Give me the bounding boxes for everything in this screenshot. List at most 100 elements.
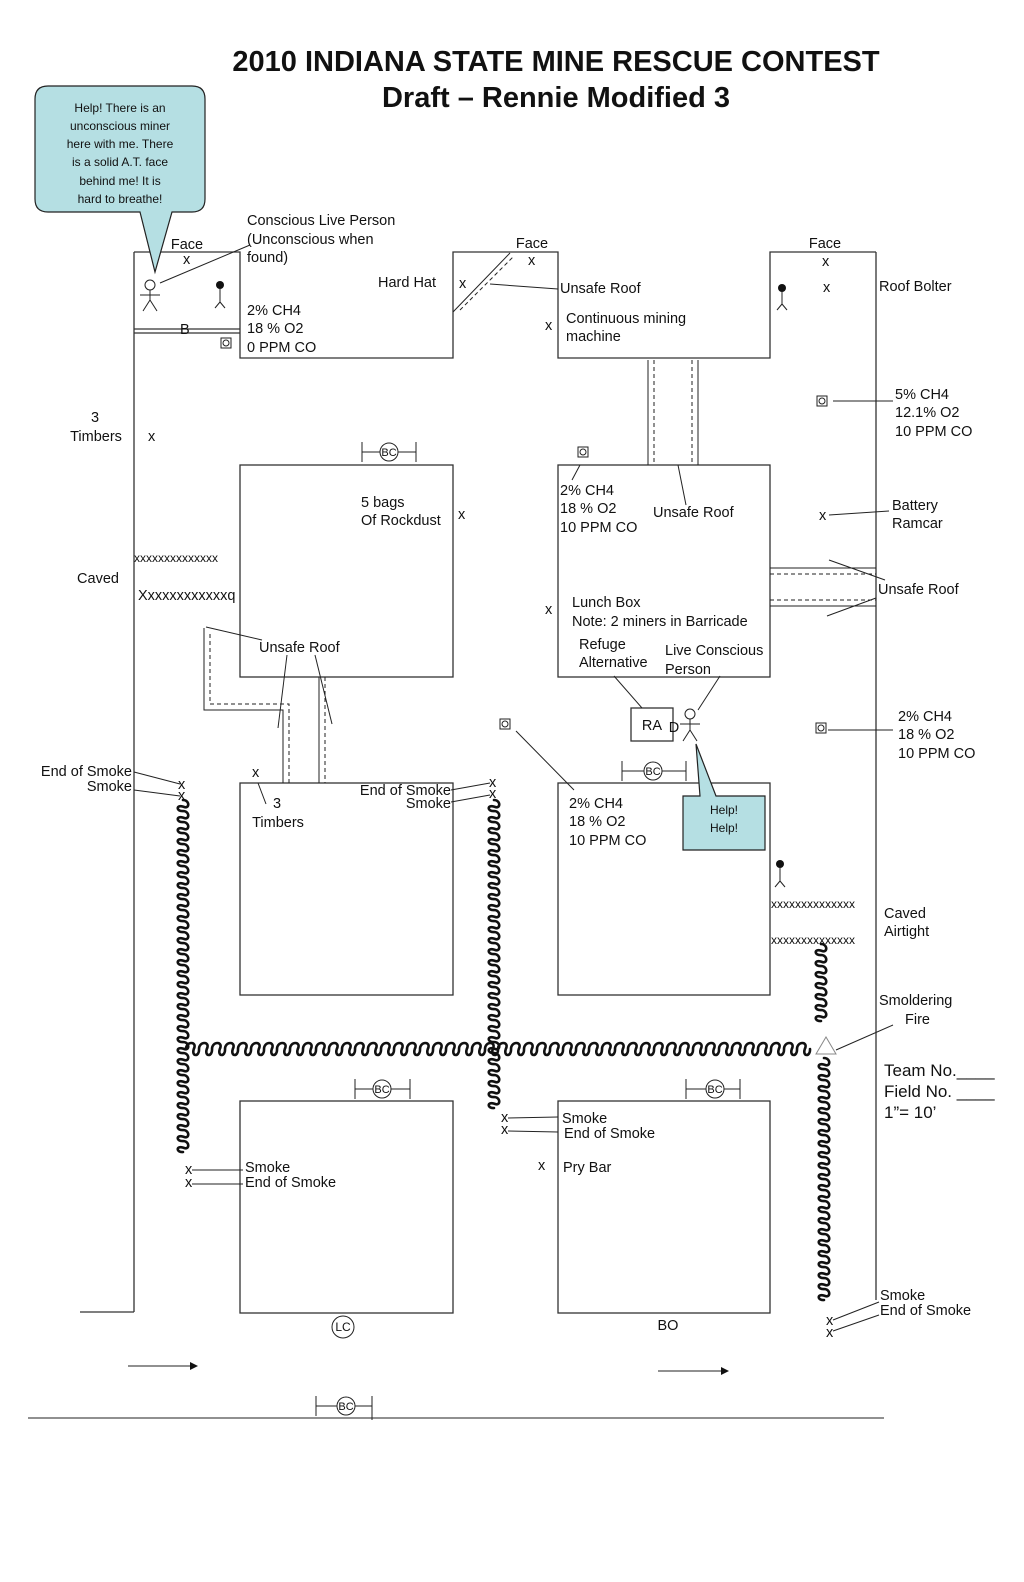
fire-icon [815,1036,837,1055]
svg-text:x: x [489,786,497,802]
gas-lower-center-3: 10 PPM CO [569,833,646,849]
scale-label: 1”= 10’ [884,1103,936,1122]
refuge-line-2: Alternative [579,655,648,671]
callout-line-4: is a solid A.T. face [72,155,168,169]
lunch-box-label: Lunch Box [572,595,641,611]
end-of-smoke-mid: End of Smoke [360,783,451,799]
gas-center-3: 10 PPM CO [560,520,637,536]
gas-lower-center-1: 2% CH4 [569,796,623,812]
unsafe-roof-label-4: Unsafe Roof [259,640,341,656]
coil-left-vertical [176,798,190,1154]
conscious-person-line-1: Conscious Live Person [247,213,395,229]
gas-right-top-2: 12.1% O2 [895,405,960,421]
pillar-barricade [557,464,771,678]
field-number-field: Field No. ____ [884,1082,995,1101]
live-conscious-line-2: Person [665,662,711,678]
smoke-mid: Smoke [406,796,451,812]
svg-text:x: x [538,1158,546,1174]
airflow-arrow-icon-2 [658,1367,729,1375]
svg-text:x: x [819,508,827,524]
svg-text:x: x [178,777,186,793]
gas-center-1: 2% CH4 [560,483,614,499]
svg-text:BC: BC [645,766,660,778]
timbers-left-line-2: Timbers [70,429,122,445]
callout-line-1: Help! There is an [74,101,165,115]
gas-right-top-1: 5% CH4 [895,387,949,403]
svg-text:x: x [185,1175,193,1191]
refuge-alternative-box [630,707,674,742]
pillars [239,464,771,1314]
svg-text:x: x [545,602,553,618]
gas-right-top-3: 10 PPM CO [895,424,972,440]
svg-text:x: x [823,280,831,296]
conscious-person-line-3: found) [247,250,288,266]
timbers-mid-line-2: Timbers [252,815,304,831]
pillar-timbers [239,782,454,996]
pillar-center [557,782,771,996]
bc-symbol-5: BC [315,1396,373,1420]
unsafe-roof-label-1: Unsafe Roof [560,281,642,297]
svg-text:x: x [458,507,466,523]
svg-text:BC: BC [707,1084,722,1096]
svg-text:x: x [822,254,830,270]
smoke-lower-mid: Smoke [562,1111,607,1127]
pillar-lower-left [239,1100,454,1314]
map-subtitle: Draft – Rennie Modified 3 [382,82,730,114]
crib-row-1: xxxxxxxxxxxxxx [134,551,218,565]
b-label: B [180,322,190,338]
unsafe-roof-label-3: Unsafe Roof [878,582,960,598]
caved-right-line-2: Airtight [884,924,929,940]
svg-text:x: x [501,1110,509,1126]
timbers-mid-line-1: 3 [273,796,281,812]
crib-row-3: xxxxxxxxxxxxxx [771,897,855,911]
gas-right-mid-3: 10 PPM CO [898,746,975,762]
face-label-left: Face [171,237,203,253]
callout-line-6: hard to breathe! [78,192,163,206]
help-line-2: Help! [710,821,738,835]
leader-lines [133,244,894,1332]
gas-face-left-1: 2% CH4 [247,303,301,319]
svg-text:BC: BC [381,447,396,459]
crib-row-4: xxxxxxxxxxxxxx [771,933,855,947]
callout-unconscious-miner: Help! There is an unconscious miner here… [34,85,206,275]
unsafe-roof-label-2: Unsafe Roof [653,505,735,521]
bc-symbol-4: BC [685,1079,741,1099]
team-number-field: Team No.____ [884,1061,995,1080]
bc-symbol-3: BC [354,1079,411,1099]
miner-marker-icon-3 [774,860,786,888]
svg-text:x: x [545,318,553,334]
crib-row-2: Xxxxxxxxxxxxq [138,588,236,604]
callout-line-2: unconscious miner [70,119,170,133]
timbers-left-line-1: 3 [91,410,99,426]
battery-ramcar-line-1: Battery [892,498,939,514]
svg-text:x: x [183,252,191,268]
gas-center-2: 18 % O2 [560,501,616,517]
gas-monitor-icon-1 [220,337,232,349]
pillar-lower-right [557,1100,771,1314]
gas-right-mid-1: 2% CH4 [898,709,952,725]
coil-right-upper [814,942,828,1023]
svg-text:x: x [148,429,156,445]
svg-text:x: x [252,765,260,781]
gas-monitor-icon-4 [499,718,511,730]
svg-text:BC: BC [338,1401,353,1413]
smoke-lower-left: Smoke [245,1160,290,1176]
svg-text:x: x [459,276,467,292]
svg-text:x: x [528,253,536,269]
face-label-right: Face [809,236,841,252]
caved-left-label: Caved [77,571,119,587]
continuous-miner-line-2: machine [566,329,621,345]
ra-label: RA [642,718,662,734]
svg-text:x: x [826,1325,834,1341]
gas-monitor-icon-5 [815,722,827,734]
rockdust-line-2: Of Rockdust [361,513,441,529]
lc-symbol: LC [331,1315,355,1339]
svg-text:x: x [178,788,186,804]
bc-symbol-1: BC [361,442,417,462]
live-conscious-line-1: Live Conscious [665,643,763,659]
pillar-rockdust [239,464,454,678]
smoldering-fire-line-2: Fire [905,1012,930,1028]
svg-text:BC: BC [374,1084,389,1096]
conscious-person-line-2: (Unconscious when [247,232,374,248]
